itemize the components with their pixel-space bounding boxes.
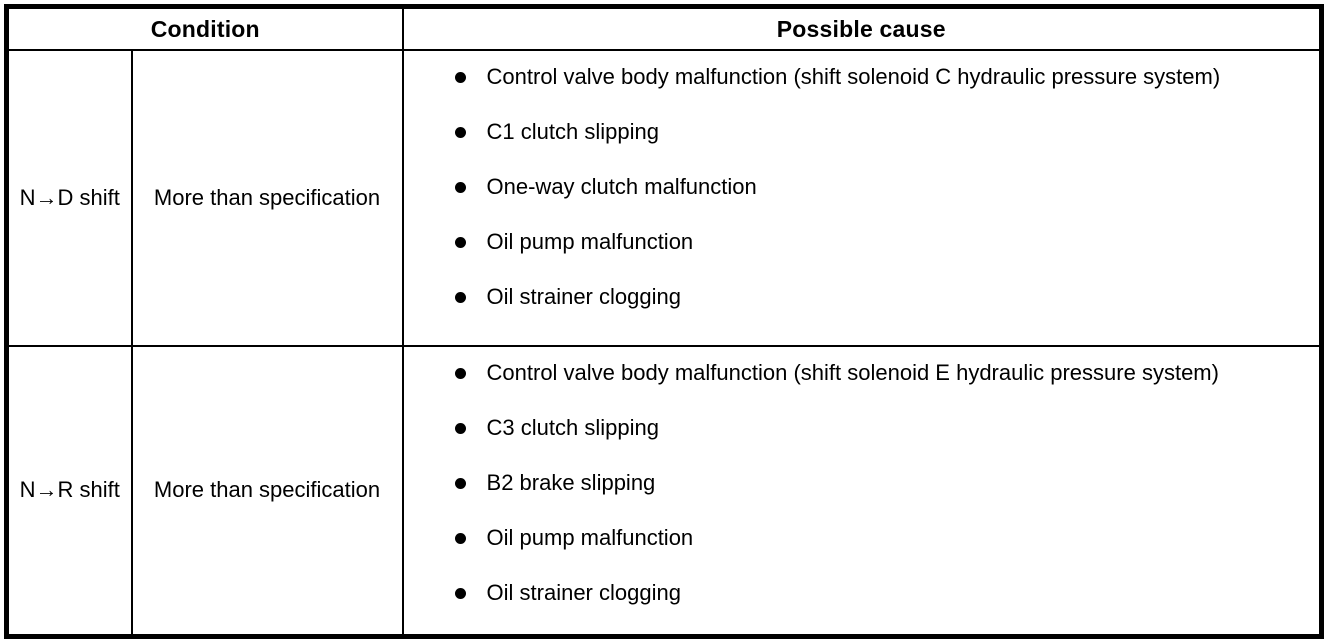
bullet-icon [454,292,466,303]
spec-cell: More than specification [130,345,404,637]
header-row: Condition Possible cause [5,5,1323,51]
bullet-icon [454,182,466,193]
bullet-icon [454,368,466,379]
bullet-icon [454,72,466,83]
cause-text: Oil pump malfunction [486,525,694,550]
cause-item: B2 brake slipping [454,469,1229,497]
cause-item: Oil pump malfunction [454,228,1229,256]
condition-cell: N→D shift [5,49,133,347]
cause-text: One-way clutch malfunction [486,174,757,199]
cause-text: Control valve body malfunction (shift so… [486,64,1221,89]
cause-text: Control valve body malfunction (shift so… [486,360,1219,385]
causes-cell: Control valve body malfunction (shift so… [401,49,1323,347]
cause-item: C3 clutch slipping [454,414,1229,442]
bullet-icon [454,588,466,599]
cause-item: Oil pump malfunction [454,524,1229,552]
cause-text: Oil pump malfunction [486,229,694,254]
diagnosis-table: Condition Possible cause N→D shift More … [4,4,1325,639]
cause-text: B2 brake slipping [486,470,656,495]
table-row: N→D shift More than specification Contro… [5,49,1323,347]
cause-list: Control valve body malfunction (shift so… [454,359,1240,607]
cause-text: Oil strainer clogging [486,580,681,605]
bullet-icon [454,237,466,248]
table-row: N→R shift More than specification Contro… [5,345,1323,637]
spec-cell: More than specification [130,49,404,347]
causes-cell: Control valve body malfunction (shift so… [401,345,1323,637]
condition-column-header: Condition [5,5,404,51]
cause-text: Oil strainer clogging [486,284,681,309]
cause-text: C1 clutch slipping [486,119,659,144]
bullet-icon [454,478,466,489]
possible-cause-column-header: Possible cause [401,5,1323,51]
condition-cell: N→R shift [5,345,133,637]
bullet-icon [454,423,466,434]
cause-item: Control valve body malfunction (shift so… [454,359,1229,387]
cause-text: C3 clutch slipping [486,415,659,440]
cause-item: Control valve body malfunction (shift so… [454,63,1229,91]
bullet-icon [454,127,466,138]
bullet-icon [454,533,466,544]
cause-list: Control valve body malfunction (shift so… [454,63,1240,311]
cause-item: Oil strainer clogging [454,283,1229,311]
cause-item: Oil strainer clogging [454,579,1229,607]
table-header: Condition Possible cause [5,5,1323,51]
cause-item: One-way clutch malfunction [454,173,1229,201]
cause-item: C1 clutch slipping [454,118,1229,146]
